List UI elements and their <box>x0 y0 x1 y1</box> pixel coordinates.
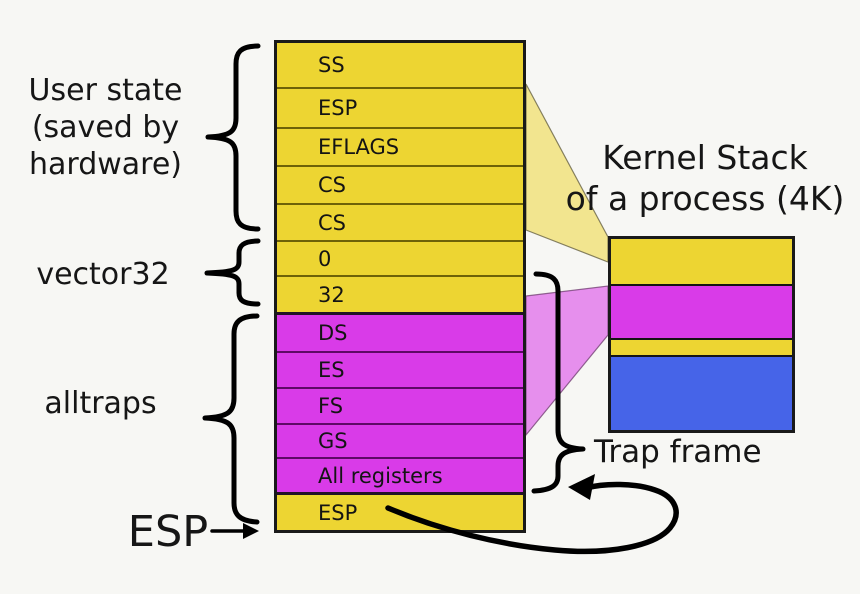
stack-row-0: 0 <box>277 240 523 275</box>
alltraps-label: alltraps <box>44 386 157 421</box>
stack-row-esp: ESP <box>277 87 523 127</box>
stack-row-ds: DS <box>277 312 523 351</box>
kernel-stack-title: Kernel Stack of a process (4K) <box>556 137 854 219</box>
vector32-brace <box>204 238 261 307</box>
stack-row-label: ESP <box>318 96 358 120</box>
esp-pointer-arrowhead <box>243 523 259 539</box>
stack-row-label: SS <box>318 53 345 77</box>
stack-row-ss: SS <box>277 43 523 87</box>
stack-row-eflags: EFLAGS <box>277 127 523 165</box>
kernel-stack-title-line1: Kernel Stack <box>602 138 808 177</box>
stack-row-label: 0 <box>318 246 332 271</box>
kernel-stack-title-line2: of a process (4K) <box>565 179 845 218</box>
esp-pointer-label: ESP <box>127 507 209 557</box>
user-state-brace <box>205 43 261 232</box>
alltraps-brace <box>202 313 260 525</box>
stack-row-label: All registers <box>318 463 443 488</box>
vector32-label: vector32 <box>36 257 170 292</box>
user-state-label-line2: (saved by <box>31 110 180 145</box>
stack-row-label: EFLAGS <box>318 135 400 159</box>
trap-frame-label: Trap frame <box>594 434 762 470</box>
stack-row-label: CS <box>318 173 346 197</box>
stack-row-label: GS <box>318 429 348 453</box>
stack-row-32: 32 <box>277 275 523 312</box>
stack-row-fs: FS <box>277 387 523 423</box>
kernel-stack-segment-yellow <box>611 338 792 355</box>
kernel-stack-segment-magenta <box>611 284 792 338</box>
stack-row-label: 32 <box>318 282 345 307</box>
kernel-stack <box>608 236 795 433</box>
stack-row-gs: GS <box>277 423 523 457</box>
user-state-label-line1: User state <box>28 73 183 108</box>
stack-row-label: DS <box>318 321 348 345</box>
return-arrowhead <box>568 474 595 500</box>
stack-row-label: FS <box>318 394 344 418</box>
user-state-label-line3: hardware) <box>28 147 182 182</box>
trap-frame-brace <box>531 271 586 494</box>
stack-row-cs: CS <box>277 165 523 203</box>
stack-row-es: ES <box>277 351 523 387</box>
stack-row-label: ESP <box>318 500 358 525</box>
stack-row-all-registers: All registers <box>277 457 523 492</box>
user-state-label: User state (saved by hardware) <box>8 72 203 183</box>
kernel-stack-segment-yellow <box>611 239 792 284</box>
return-arrow <box>385 481 679 555</box>
stack-row-label: CS <box>318 210 346 235</box>
stack-row-cs: CS <box>277 203 523 240</box>
kernel-stack-segment-blue <box>611 355 792 430</box>
stack-row-label: ES <box>318 358 345 382</box>
